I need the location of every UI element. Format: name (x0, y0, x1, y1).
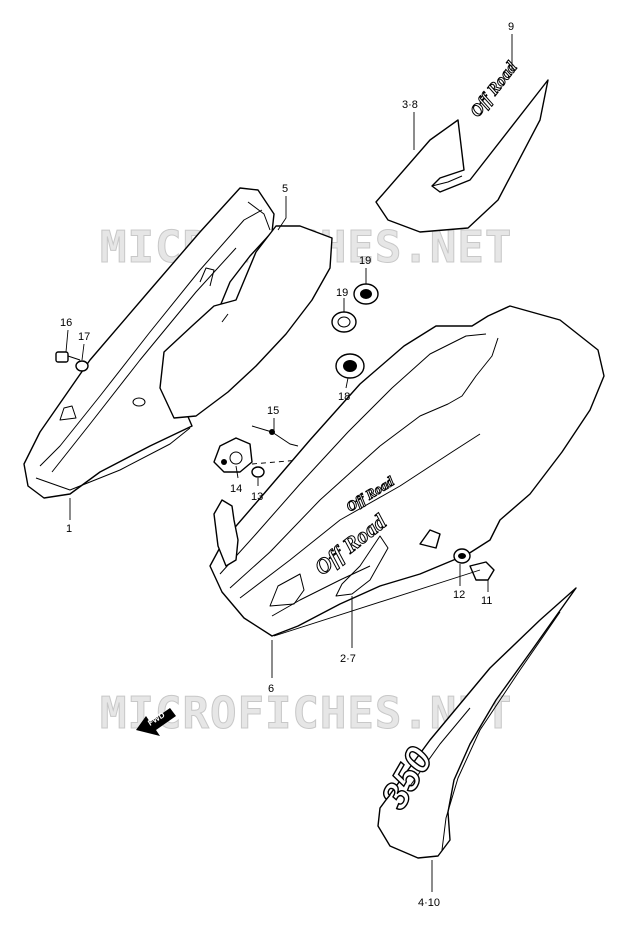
grommet-19-lower (331, 311, 357, 333)
grommet-mount (419, 529, 441, 549)
bracket-14 (213, 437, 253, 473)
grommet-18 (335, 353, 365, 379)
leader-lines (65, 34, 513, 892)
callout-12: 12 (453, 589, 465, 601)
right-frame-cover: Off Road Off Road (209, 305, 605, 637)
callout-19-lower: 19 (336, 287, 348, 299)
left-frame-cover (23, 187, 275, 499)
grommet-19-upper (353, 283, 379, 305)
callout-18: 18 (338, 391, 350, 403)
callout-13: 13 (251, 491, 263, 503)
screw-16 (55, 351, 81, 363)
callout-15: 15 (267, 405, 279, 417)
callout-4-10: 4·10 (418, 897, 440, 909)
bolt-11 (469, 561, 495, 581)
cover-panel (159, 225, 333, 419)
callouts: 9 3·8 5 19 19 18 16 17 15 14 13 1 6 2·7 … (60, 21, 514, 909)
callout-1: 1 (66, 523, 72, 535)
upper-decal-text: Off Road (466, 58, 521, 121)
callout-14: 14 (230, 483, 242, 495)
callout-17: 17 (78, 331, 90, 343)
washer-12 (453, 548, 471, 564)
callout-3-8: 3·8 (402, 99, 418, 111)
callout-11: 11 (481, 595, 492, 607)
callout-19-upper: 19 (359, 255, 371, 267)
clip-15 (251, 425, 299, 447)
upper-decal: Off Road (375, 57, 549, 233)
callout-5: 5 (282, 183, 288, 195)
callout-9: 9 (508, 21, 514, 33)
callout-16: 16 (60, 317, 72, 329)
callout-6: 6 (268, 683, 274, 695)
washer-17 (75, 360, 89, 372)
callout-2-7: 2·7 (340, 653, 356, 665)
washer-13 (251, 466, 265, 478)
